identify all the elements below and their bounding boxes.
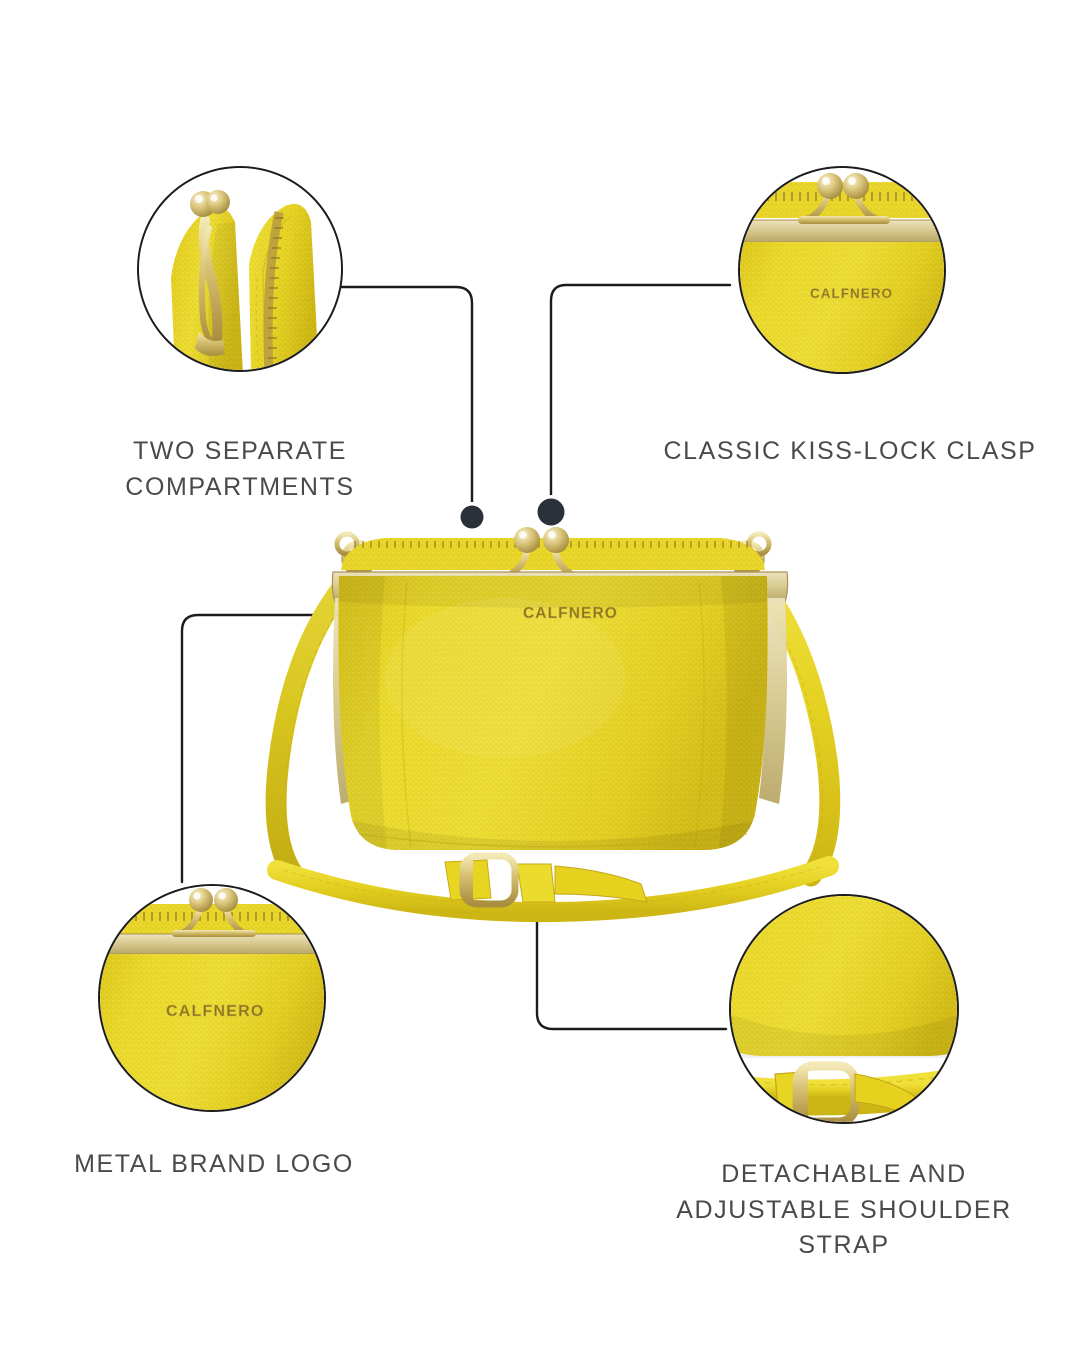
label-metal-brand-logo: METAL BRAND LOGO: [74, 1150, 354, 1178]
inset-art-adjustable-strap: [731, 896, 957, 1122]
label-detachable-adjustable-shoulder-strap: DETACHABLE AND ADJUSTABLE SHOULDER STRAP: [676, 1160, 1012, 1259]
inset-art-metal-logo: CALFNERO: [100, 886, 324, 1110]
inset-two-separate-compartments: [137, 166, 343, 372]
inset-clasp-balls: [798, 173, 890, 224]
inset-detachable-adjustable-shoulder-strap: [729, 894, 959, 1124]
handbag-illustration: CALFNERO: [265, 527, 841, 923]
inset-art-two-compartments: [139, 168, 341, 370]
strap-buckle: [459, 852, 519, 908]
inset-kiss-lock-hardware: [190, 190, 230, 356]
inset-metal-brand-logo: CALFNERO: [98, 884, 326, 1112]
label-two-separate-compartments: TWO SEPARATE COMPARTMENTS: [125, 437, 355, 501]
inset-metal-brand-logo-text: CALFNERO: [166, 1003, 264, 1020]
product-image-handbag: CALFNERO: [255, 498, 865, 928]
inset-classic-kiss-lock-clasp: CALFNERO: [738, 166, 946, 374]
inset-logo-clasp-balls: [172, 888, 256, 937]
inset-art-kiss-lock: CALFNERO: [740, 168, 944, 372]
inset-kiss-lock-logo-text: CALFNERO: [810, 286, 893, 301]
label-classic-kiss-lock-clasp: CLASSIC KISS-LOCK CLASP: [663, 437, 1037, 465]
product-logo-text: CALFNERO: [523, 605, 618, 622]
